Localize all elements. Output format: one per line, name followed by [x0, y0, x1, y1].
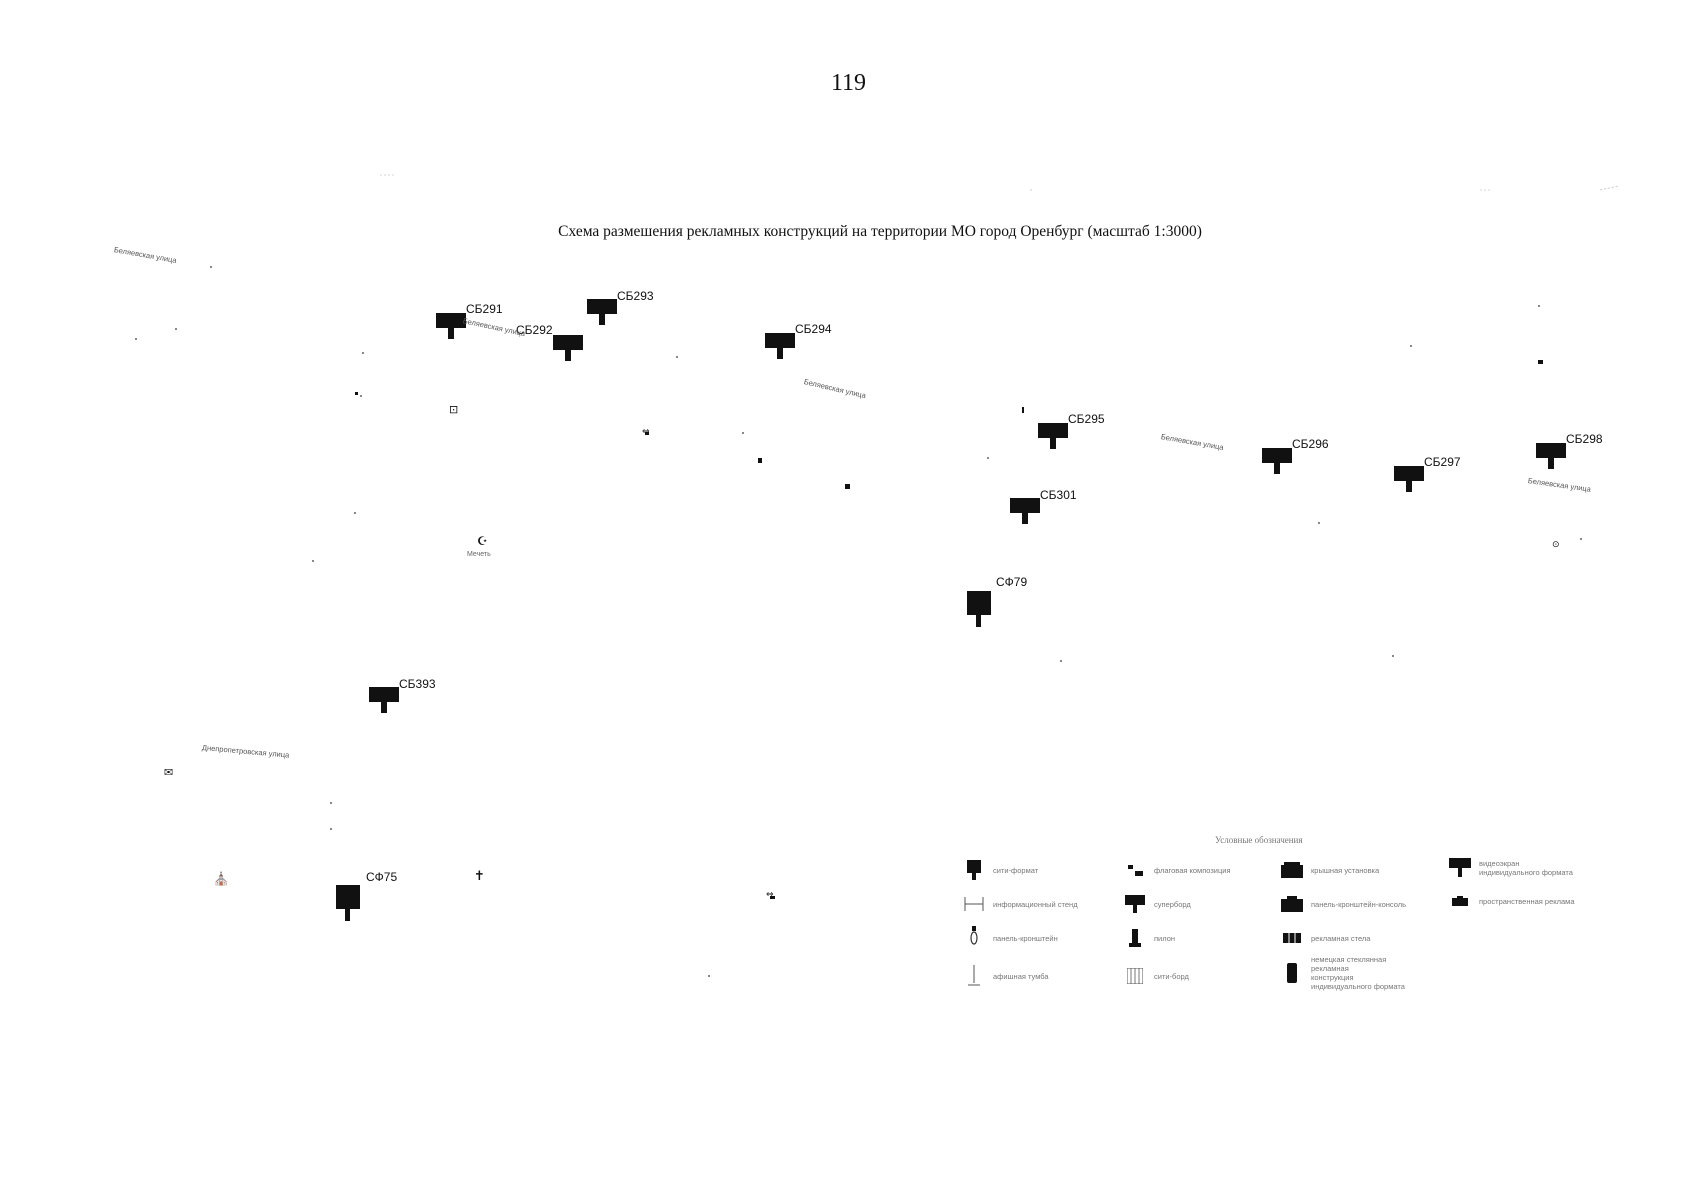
legend-item-city-board: сити-борд [1124, 965, 1189, 987]
legend-label: флаговая композиция [1154, 865, 1231, 875]
marker-label-sb301: СБ301 [1040, 488, 1077, 502]
legend-label: немецкая стеклянная рекламная конструкци… [1311, 955, 1405, 991]
map-title: Схема размешения рекламных конструкций н… [558, 223, 1202, 240]
marker-label-sb296: СБ296 [1292, 437, 1329, 451]
legend-item-bracket-panel: панель-кронштейн [963, 926, 1058, 949]
billboard-icon [1262, 448, 1292, 474]
legend-label: видеоэкран индивидуального формата [1479, 859, 1573, 877]
marker-sb295[interactable] [1038, 423, 1068, 454]
pylon-icon [1124, 927, 1146, 949]
legend-label: панель-кронштейн [993, 933, 1058, 943]
bus-stop-icon-2: ⊙ [1552, 540, 1560, 550]
legend-item-spatial: пространственная реклама [1449, 890, 1575, 912]
marker-sb293[interactable] [587, 299, 617, 330]
billboard-icon [1010, 498, 1040, 524]
marker-label-sb393: СБ393 [399, 677, 436, 691]
flag-composition-icon [1124, 859, 1146, 881]
marker-label-sf75: СФ75 [366, 870, 398, 884]
billboard-icon [369, 687, 399, 713]
individual-format-icon [1281, 962, 1303, 984]
mail-icon: ✉ [164, 766, 174, 779]
bus-stop-icon: ⊡ [449, 403, 459, 416]
billboard-icon [1038, 423, 1068, 449]
marker-sb297[interactable] [1394, 466, 1424, 497]
marker-label-sb291: СБ291 [466, 302, 503, 316]
legend-label: сити-формат [993, 865, 1039, 875]
legend-label: рекламная стела [1311, 933, 1371, 943]
video-screen-icon [1449, 857, 1471, 879]
billboard-icon [765, 333, 795, 359]
stele-icon [1281, 927, 1303, 949]
marker-sb291[interactable] [436, 313, 466, 344]
marker-label-sb295: СБ295 [1068, 412, 1105, 426]
poster-column-icon [963, 965, 985, 987]
legend-item-flag: флаговая композиция [1124, 859, 1231, 881]
legend-label: сити-борд [1154, 971, 1189, 981]
marker-sb294[interactable] [765, 333, 795, 364]
info-stand-icon [963, 893, 985, 915]
legend-item-individual-format: немецкая стеклянная рекламная конструкци… [1281, 955, 1405, 991]
legend-label: информационный стенд [993, 899, 1078, 909]
city-format-icon [963, 859, 985, 881]
city-board-icon [1124, 965, 1146, 987]
marker-sb296[interactable] [1262, 448, 1292, 479]
legend-label: панель-кронштейн-консоль [1311, 899, 1407, 909]
marker-label-sb293: СБ293 [617, 289, 654, 303]
legend-item-superboard: суперборд [1124, 893, 1191, 915]
marker-label-sb297: СБ297 [1424, 455, 1461, 469]
marker-sb301[interactable] [1010, 498, 1040, 529]
roof-installation-icon [1281, 859, 1303, 881]
legend-item-video: видеоэкран индивидуального формата [1449, 857, 1573, 879]
legend-item-stele: рекламная стела [1281, 927, 1370, 949]
legend-item-info-stand: информационный стенд [963, 893, 1078, 915]
legend-item-roof-console: панель-кронштейн-консоль [1281, 893, 1406, 915]
roof-console-icon [1281, 893, 1303, 915]
city-format-icon [967, 591, 991, 627]
superboard-icon [1124, 893, 1146, 915]
marker-sb298[interactable] [1536, 443, 1566, 474]
car-icon-2: ⇔ [642, 427, 650, 437]
legend-item-poster-column: афишная тумба [963, 965, 1049, 987]
legend-label: пространственная реклама [1479, 896, 1575, 906]
marker-sb292[interactable] [553, 335, 583, 366]
billboard-icon [1536, 443, 1566, 469]
billboard-icon [587, 299, 617, 325]
billboard-icon [1394, 466, 1424, 492]
billboard-icon [436, 313, 466, 339]
marker-sf79[interactable] [967, 591, 991, 632]
marker-sb393[interactable] [369, 687, 399, 718]
legend-item-roof: крышная установка [1281, 859, 1379, 881]
spatial-ad-icon [1449, 890, 1471, 912]
page-number: 119 [830, 70, 867, 96]
legend-item-pylon: пилон [1124, 927, 1175, 949]
billboard-icon [553, 335, 583, 361]
marker-label-sb298: СБ298 [1566, 432, 1603, 446]
poi-label-mosque: Мечеть [467, 551, 491, 558]
car-icon: ⇔ [766, 890, 774, 900]
cross-icon: ✝ [474, 869, 485, 884]
legend-label: пилон [1154, 933, 1176, 943]
mosque-icon: ☪ [477, 534, 488, 548]
legend-label: крышная установка [1311, 865, 1380, 875]
marker-sf75[interactable] [336, 885, 360, 926]
city-format-icon [336, 885, 360, 921]
legend-item-city-format: сити-формат [963, 859, 1038, 881]
marker-label-sb294: СБ294 [795, 322, 832, 336]
marker-label-sb292: СБ292 [516, 323, 553, 337]
legend-label: афишная тумба [993, 971, 1049, 981]
marker-label-sf79: СФ79 [996, 575, 1028, 589]
church-icon: ⛪ [213, 872, 230, 887]
bracket-panel-icon [963, 926, 985, 949]
legend-title: Условные обозначения [1215, 835, 1303, 845]
legend-label: суперборд [1154, 899, 1191, 909]
